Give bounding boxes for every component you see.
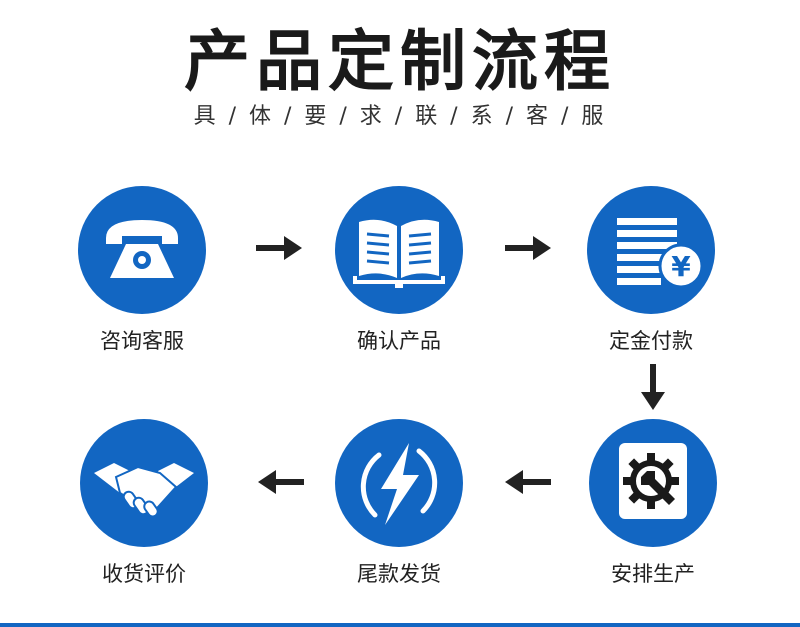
page-title: 产品定制流程 <box>184 23 616 100</box>
yen-symbol: ¥ <box>671 250 691 283</box>
step-deposit-payment: ¥ 定金付款 <box>581 186 721 356</box>
yen-payment-icon: ¥ <box>617 218 704 289</box>
gear-wrench-icon <box>619 443 687 519</box>
open-book-icon <box>353 219 445 288</box>
telephone-icon <box>106 220 178 278</box>
step-consult: 咨询客服 <box>72 186 212 356</box>
step-production-circle <box>589 419 717 547</box>
step-consult-circle <box>78 186 206 314</box>
arrow-right-2 <box>505 233 551 263</box>
step-confirm-label: 确认产品 <box>357 329 441 353</box>
step-production-label: 安排生产 <box>611 562 695 586</box>
step-review-label: 收货评价 <box>102 562 186 586</box>
step-confirm-product: 确认产品 <box>329 186 469 356</box>
step-arrange-production: 安排生产 <box>583 419 723 589</box>
step-shipping-label: 尾款发货 <box>357 562 441 586</box>
step-consult-label: 咨询客服 <box>100 329 184 353</box>
step-confirm-circle <box>335 186 463 314</box>
step-final-payment-shipping: 尾款发货 <box>329 419 469 589</box>
step-deposit-circle: ¥ <box>587 186 715 314</box>
step-shipping-circle <box>335 419 463 547</box>
page-subtitle: 具 / 体 / 要 / 求 / 联 / 系 / 客 / 服 <box>193 104 607 129</box>
arrow-down <box>638 364 668 410</box>
bottom-divider <box>0 623 800 627</box>
arrow-right-1 <box>256 233 302 263</box>
lightning-bolt-icon <box>360 443 438 525</box>
step-review-circle <box>80 419 208 547</box>
step-deposit-label: 定金付款 <box>609 329 693 353</box>
arrow-left-2 <box>258 467 304 497</box>
handshake-icon <box>94 463 194 518</box>
step-receive-review: 收货评价 <box>74 419 214 589</box>
arrow-left-1 <box>505 467 551 497</box>
